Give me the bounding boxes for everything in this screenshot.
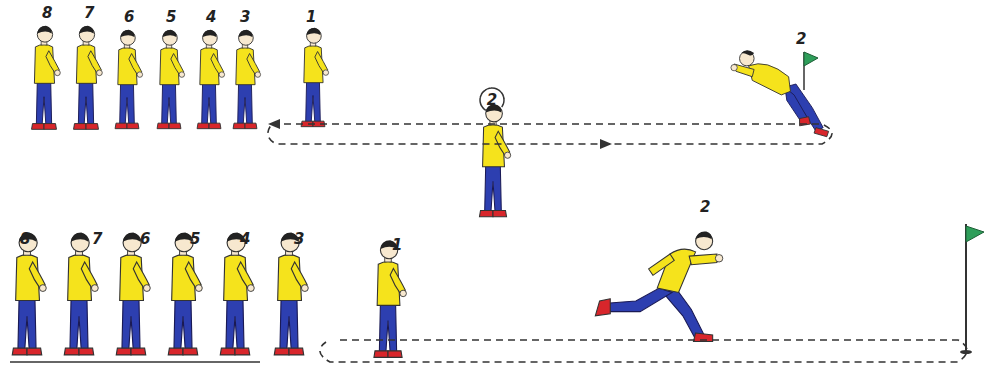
callout-number: 5: [166, 10, 176, 25]
circled-number: 2: [478, 86, 506, 114]
player-figures: [12, 231, 723, 357]
top-flag: [804, 52, 818, 90]
callout-number: 3: [240, 10, 250, 25]
callout-number: 8: [42, 6, 52, 21]
callout-number: 4: [206, 10, 216, 25]
bottom-run-path: [320, 340, 967, 362]
start-line: [10, 361, 260, 363]
callout-number: 2: [796, 32, 806, 47]
callout-number: 6: [124, 10, 134, 25]
callout-number: 5: [190, 232, 200, 247]
direction-arrow: [268, 119, 280, 129]
callout-number: 1: [392, 238, 402, 253]
top-run-path: [268, 124, 832, 144]
callout-number: 1: [306, 10, 316, 25]
callout-number: 7: [84, 6, 94, 21]
callout-number: 3: [294, 232, 304, 247]
finish-flag: [960, 224, 984, 354]
callout-number: 2: [487, 93, 497, 108]
callout-number: 2: [700, 200, 710, 215]
direction-arrow: [600, 139, 612, 149]
node-text-holder: 2: [478, 86, 506, 114]
callout-number: 4: [240, 232, 250, 247]
callout-number: 7: [92, 232, 102, 247]
player-figures: [32, 26, 829, 217]
callout-number: 6: [140, 232, 150, 247]
callout-number: 8: [20, 232, 30, 247]
